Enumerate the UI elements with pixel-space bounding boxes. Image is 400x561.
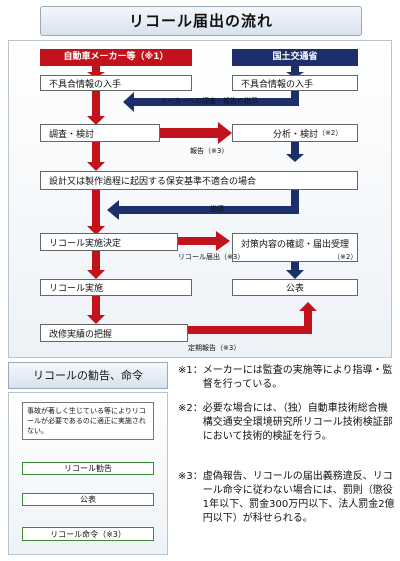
note-3-text: 虚偽報告、リコールの届出義務違反、リコール命令に従わない場合には、罰則（懲役1年… <box>202 471 395 524</box>
recall-filing-arrow-label: リコール届出（※3） <box>178 253 245 261</box>
recall-order-box: リコール命令（※3） <box>22 527 154 541</box>
maker-decide-box: リコール実施決定 <box>40 233 178 251</box>
recommendation-trigger-box: 事故が著しく生じている等によりリコールが必要であるのに適正に実施されない。 <box>22 402 154 440</box>
periodic-report-arrowhead <box>299 302 317 311</box>
page-title: リコール届出の流れ <box>40 6 362 36</box>
maker-judge-box: 設計又は製作過程に起因する保安基準不適合の場合 <box>40 171 358 190</box>
mlit-down-arrow-2 <box>286 141 304 162</box>
mlit-column-header: 国土交通省 <box>232 49 358 66</box>
order-arrow <box>123 88 299 112</box>
order-arrow-label: メーカーへの調査・報告の指示 <box>160 97 258 105</box>
note-1: ※1： メーカーには監査の実施等により指導・監督を行っている。 <box>178 364 396 392</box>
maker-down-arrow-3 <box>87 142 105 171</box>
mlit-receive-box: 不具合情報の入手 <box>232 75 358 91</box>
recommendation-header: リコールの勧告、命令 <box>8 362 168 389</box>
mlit-confirm-label: 対策内容の確認・届出受理 <box>241 240 350 250</box>
note-2-text: 必要な場合には、（独）自動車技術総合機構交通安全環境研究所リコール技術検証部にお… <box>202 403 393 442</box>
maker-down-arrow-6 <box>87 296 105 324</box>
recommendation-publish-box: 公表 <box>22 493 154 506</box>
mlit-analyze-box: 分析・検討（※2） <box>232 124 358 142</box>
maker-receive-box: 不具合情報の入手 <box>40 75 192 91</box>
mlit-publish-box: 公表 <box>232 279 358 296</box>
note-3: ※3： 虚偽報告、リコールの届出義務違反、リコール命令に従わない場合には、罰則（… <box>178 470 396 526</box>
mlit-analyze-note: （※2） <box>318 129 343 137</box>
guidance-arrow-label: 指導 <box>210 205 224 213</box>
note-2-mark: ※2： <box>178 403 203 414</box>
recall-filing-arrow <box>176 231 230 251</box>
flow-panel <box>8 40 392 358</box>
mlit-confirm-box: 対策内容の確認・届出受理 <box>232 233 358 262</box>
mlit-down-arrow-3 <box>286 251 304 279</box>
maker-down-arrow-5 <box>87 251 105 279</box>
note-1-mark: ※1： <box>178 365 203 376</box>
note-2: ※2： 必要な場合には、（独）自動車技術総合機構交通安全環境研究所リコール技術検… <box>178 402 396 444</box>
mlit-confirm-note: （※2） <box>333 253 358 261</box>
periodic-report-arrow-label: 定期報告（※3） <box>188 344 241 352</box>
report-arrow <box>158 122 232 144</box>
maker-grasp-box: 改修実績の把握 <box>40 324 188 342</box>
maker-column-header: 自動車メーカー等（※1） <box>40 49 192 66</box>
maker-investigate-box: 調査・検討 <box>40 124 160 142</box>
periodic-report-arrow <box>186 309 312 334</box>
guidance-arrow <box>107 190 299 220</box>
recall-advice-box: リコール勧告 <box>22 462 154 475</box>
note-3-mark: ※3： <box>178 471 203 482</box>
maker-down-arrow-4 <box>87 190 105 235</box>
mlit-analyze-label: 分析・検討 <box>273 129 319 140</box>
maker-execute-box: リコール実施 <box>40 279 192 296</box>
report-arrow-label: 報告（※3） <box>190 147 229 155</box>
maker-down-arrow-2 <box>87 88 105 125</box>
note-1-text: メーカーには監査の実施等により指導・監督を行っている。 <box>202 365 393 390</box>
